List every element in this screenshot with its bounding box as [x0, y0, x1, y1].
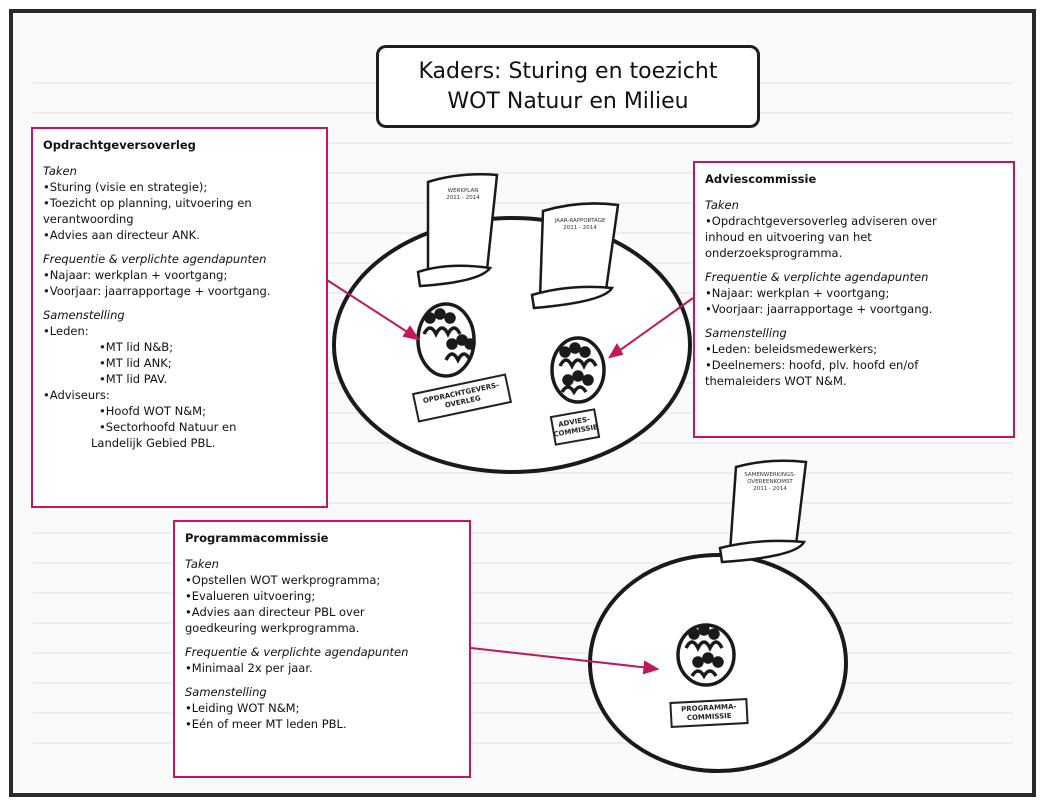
list-item: •Sturing (visie en strategie); [43, 180, 208, 194]
panel-heading: Programmacommissie [185, 531, 329, 545]
panel-programmacommissie: Programmacommissie Taken •Opstellen WOT … [173, 520, 471, 778]
list-item: •Deelnemers: hoofd, plv. hoofd en/of [705, 358, 919, 372]
list-item: •Voorjaar: jaarrapportage + voortgang. [705, 302, 933, 316]
list-item: goedkeuring werkprogramma. [185, 621, 360, 635]
list-item: Landelijk Gebied PBL. [91, 436, 216, 450]
scroll-middle-text: JAAR-RAPPORTAGE 2011 - 2014 [552, 218, 608, 232]
taken-label: Taken [705, 198, 739, 212]
frequentie-label: Frequentie & verplichte agendapunten [185, 645, 409, 659]
large-circle [332, 216, 692, 474]
scroll-left-icon [416, 173, 499, 288]
scroll-right-text: SAMENWERKINGS-OVEREENKOMST 2011 - 2014 [742, 472, 798, 493]
samenstelling-label: Samenstelling [43, 308, 125, 322]
taken-label: Taken [43, 164, 77, 178]
list-item: •Advies aan directeur ANK. [43, 228, 200, 242]
list-item: •Advies aan directeur PBL over [185, 605, 365, 619]
adviseurs-label: •Adviseurs: [43, 388, 110, 402]
list-item: •Voorjaar: jaarrapportage + voortgang. [43, 284, 271, 298]
panel-heading: Opdrachtgeversoverleg [43, 138, 196, 152]
samenstelling-label: Samenstelling [705, 326, 787, 340]
list-item: •MT lid PAV. [99, 372, 168, 386]
panel-heading: Adviescommissie [705, 172, 817, 186]
scroll-left-years: 2011 - 2014 [446, 195, 480, 201]
list-item: •Opdrachtgeversoverleg adviseren over [705, 214, 937, 228]
leden-label: •Leden: [43, 324, 89, 338]
list-item: •MT lid N&B; [99, 340, 174, 354]
scroll-middle-years: 2011 - 2014 [563, 225, 597, 231]
list-item: •Minimaal 2x per jaar. [185, 661, 313, 675]
list-item: •Sectorhoofd Natuur en [99, 420, 237, 434]
list-item: •Najaar: werkplan + voortgang; [43, 268, 228, 282]
scroll-left-title: WERKPLAN [447, 188, 479, 194]
panel-adviescommissie: Adviescommissie Taken •Opdrachtgeversove… [693, 161, 1015, 438]
stamp-programmacommissie: PROGRAMMA-COMMISSIE [669, 697, 749, 729]
slide-title-line2: WOT Natuur en Milieu [447, 88, 689, 114]
list-item: •Najaar: werkplan + voortgang; [705, 286, 890, 300]
list-item: inhoud en uitvoering van het [705, 230, 872, 244]
list-item: •Hoofd WOT N&M; [99, 404, 206, 418]
scroll-left-text: WERKPLAN 2011 - 2014 [438, 188, 488, 202]
list-item: •Eén of meer MT leden PBL. [185, 717, 347, 731]
slide-title-line1: Kaders: Sturing en toezicht [418, 58, 718, 84]
samenstelling-label: Samenstelling [185, 685, 267, 699]
people-group-icon-opdracht [416, 302, 476, 378]
list-item: •Leiding WOT N&M; [185, 701, 300, 715]
scroll-middle-title: JAAR-RAPPORTAGE [554, 218, 606, 224]
list-item: •Evalueren uitvoering; [185, 589, 316, 603]
scroll-middle-icon [530, 202, 620, 310]
people-group-icon-advies [550, 336, 606, 404]
people-group-icon-programma [676, 623, 736, 687]
frequentie-label: Frequentie & verplichte agendapunten [43, 252, 267, 266]
list-item: onderzoeksprogramma. [705, 246, 843, 260]
frequentie-label: Frequentie & verplichte agendapunten [705, 270, 929, 284]
connector-arrows [326, 279, 694, 675]
list-item: •Toezicht op planning, uitvoering en [43, 196, 252, 210]
list-item: verantwoording [43, 212, 134, 226]
scroll-right-icon [718, 459, 808, 564]
scroll-right-years: 2011 - 2014 [753, 486, 787, 492]
list-item: •MT lid ANK; [99, 356, 172, 370]
list-item: •Leden: beleidsmedewerkers; [705, 342, 878, 356]
list-item: •Opstellen WOT werkprogramma; [185, 573, 381, 587]
list-item: themaleiders WOT N&M. [705, 374, 847, 388]
taken-label: Taken [185, 557, 219, 571]
slide-title-box: Kaders: Sturing en toezicht WOT Natuur e… [376, 45, 760, 128]
scroll-right-title: SAMENWERKINGS-OVEREENKOMST [744, 472, 796, 485]
panel-opdrachtgeversoverleg: Opdrachtgeversoverleg Taken •Sturing (vi… [31, 127, 328, 508]
